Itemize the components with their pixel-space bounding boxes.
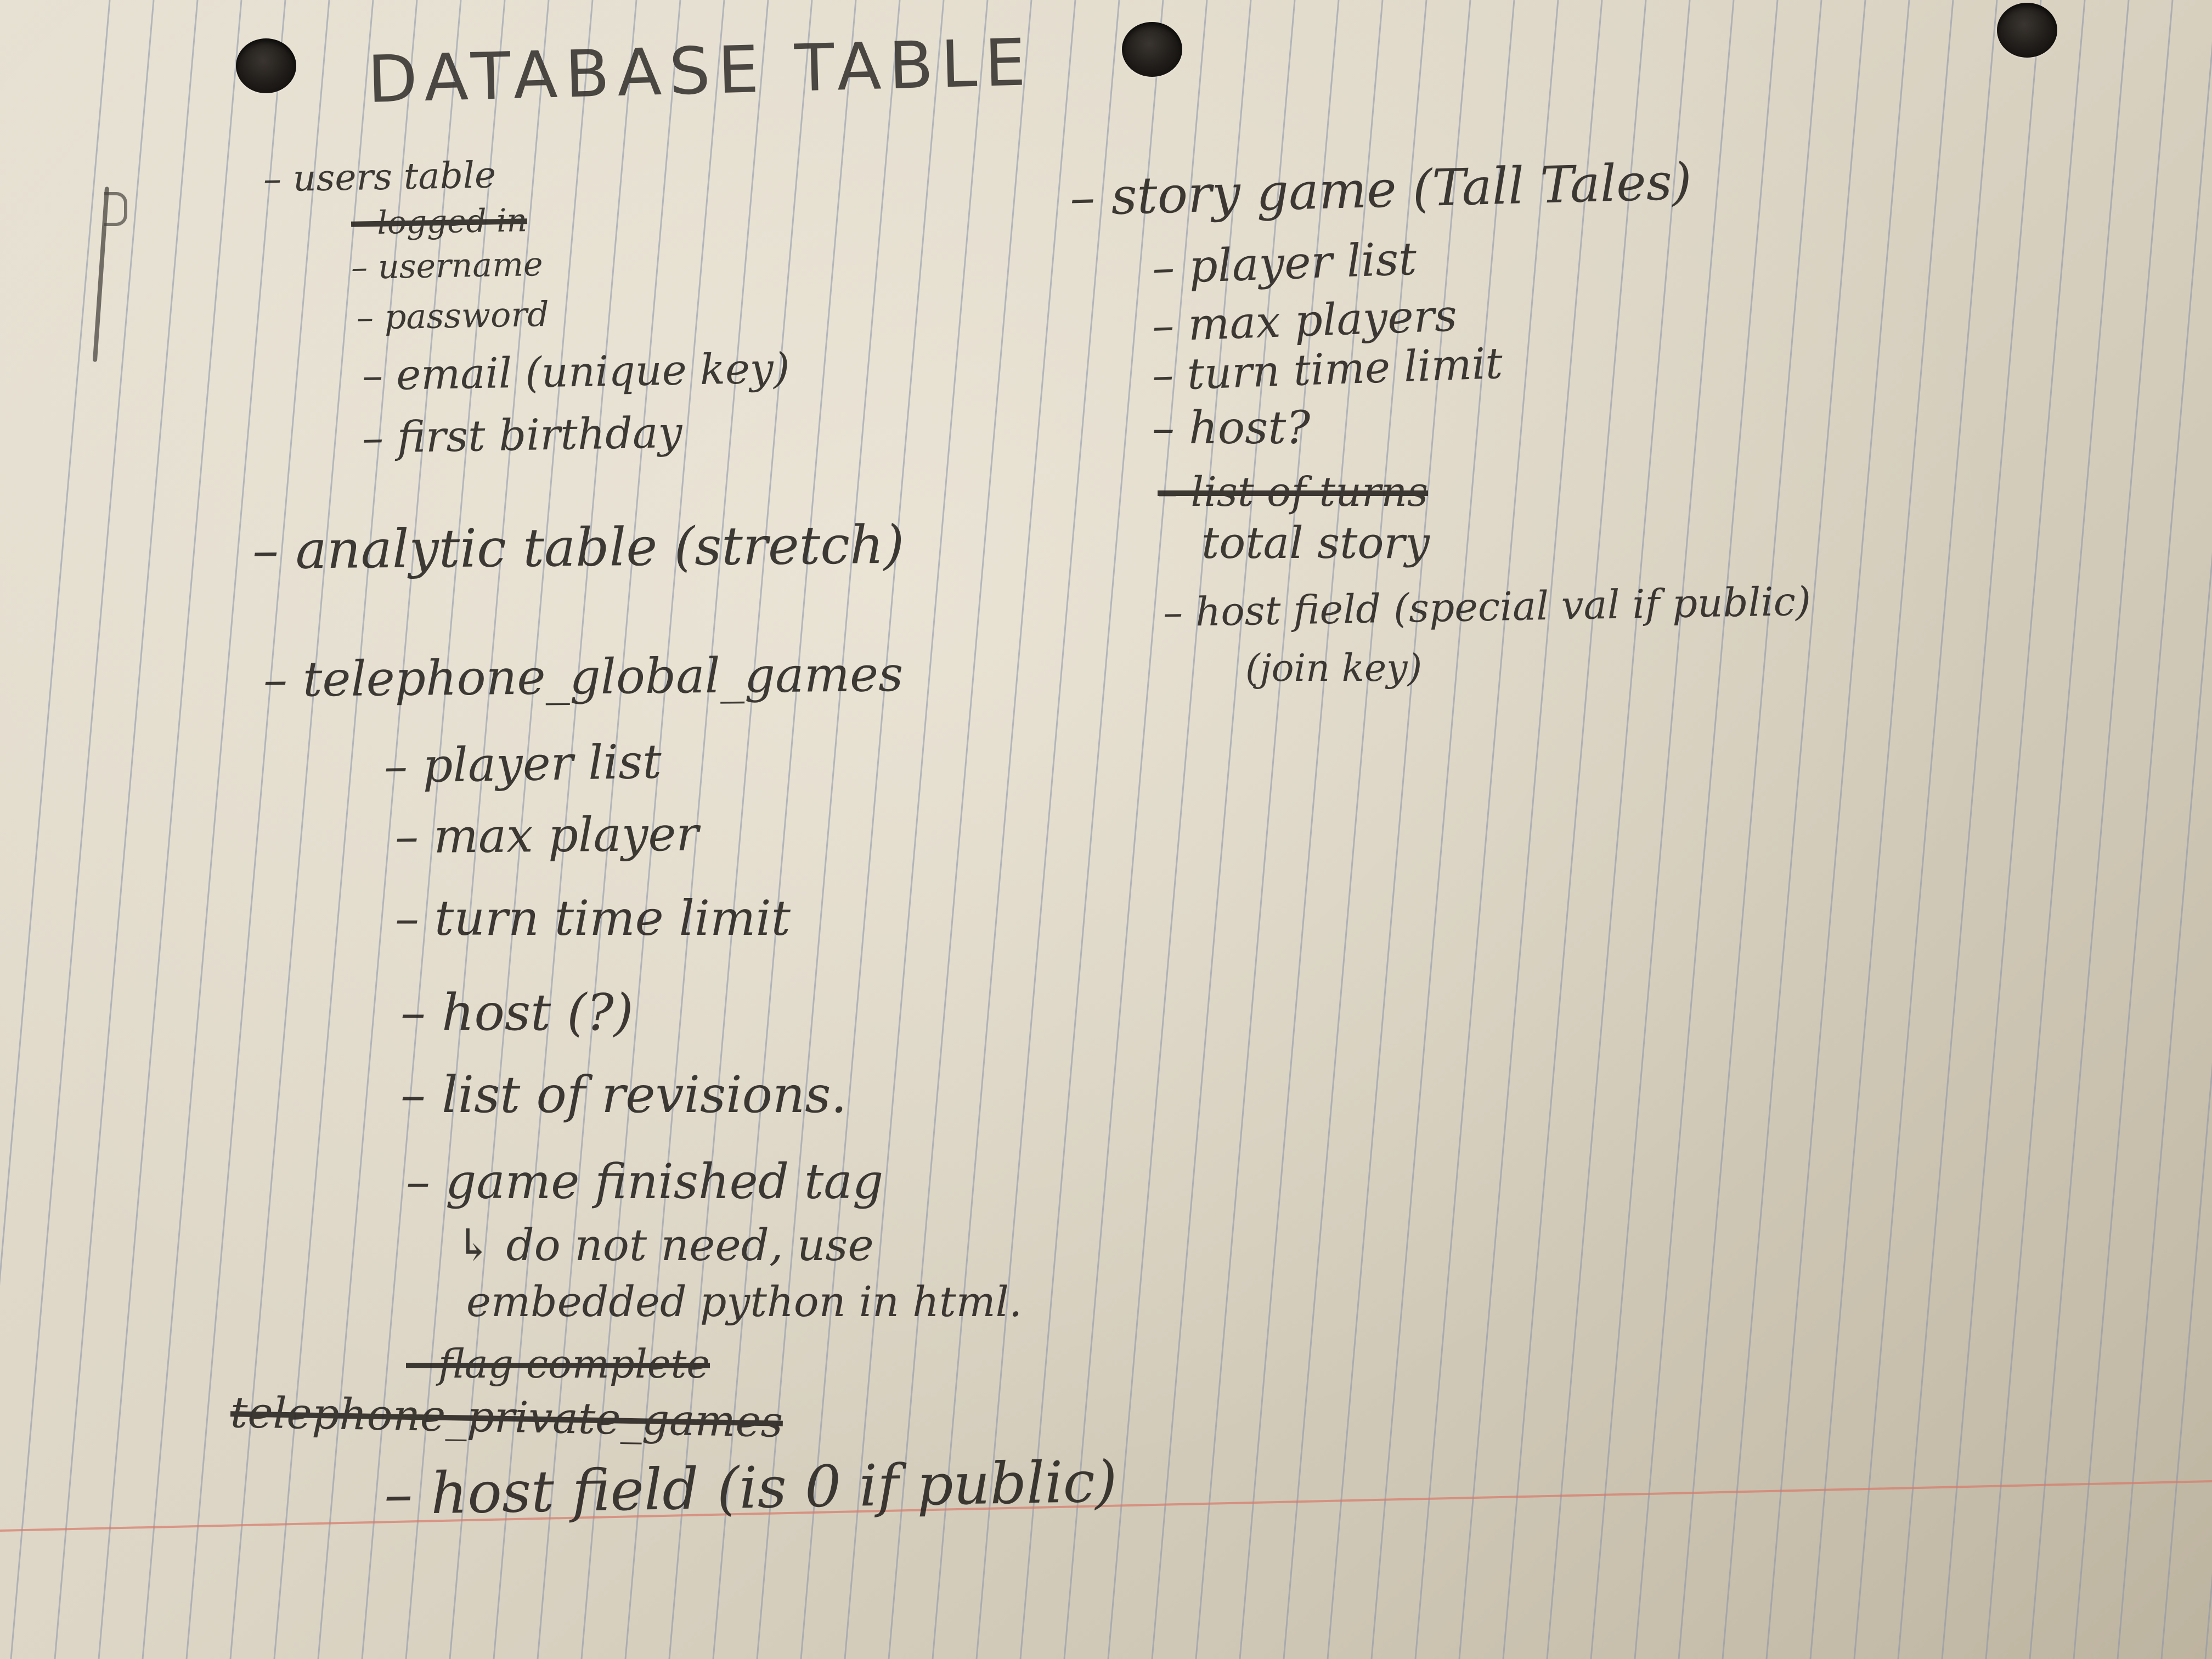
ruled-line — [756, 0, 901, 1659]
ruled-line — [2073, 41, 2212, 1659]
ruled-line — [844, 0, 989, 1659]
users-field-birthday: – first birthday — [362, 408, 683, 464]
private-games-heading: telephone_private_games — [230, 1388, 783, 1447]
users-table-heading: – users table — [263, 154, 496, 200]
ruled-line — [493, 0, 637, 1659]
ruled-line — [1063, 0, 1208, 1659]
story-note-join-key: (join key) — [1245, 647, 1423, 690]
ruled-line — [317, 0, 462, 1659]
story-field-player-list: – player list — [1151, 233, 1418, 295]
telephone-note-do-not-need: ↳ do not need, use — [455, 1220, 874, 1271]
ruled-line — [185, 0, 330, 1659]
ruled-line — [624, 0, 769, 1659]
telephone-games-heading: – telephone_global_games — [263, 645, 904, 708]
telephone-field-flag-complete: – flag complete — [406, 1341, 710, 1387]
ruled-line — [1897, 0, 2042, 1659]
ruled-line — [1941, 0, 2086, 1659]
telephone-field-host: – host (?) — [400, 983, 634, 1042]
ruled-line — [1809, 0, 1954, 1659]
ruled-line — [1327, 0, 1471, 1659]
ruled-line — [1765, 0, 1910, 1659]
ruled-line — [0, 0, 111, 1286]
ruled-line — [1019, 0, 1164, 1659]
page-title: DATABASE TABLE — [366, 24, 1035, 117]
binder-hole-right — [1997, 3, 2057, 58]
ruled-line — [1678, 0, 1822, 1659]
story-field-host: – host? — [1152, 402, 1311, 454]
telephone-field-turn-time: – turn time limit — [395, 890, 791, 946]
telephone-field-game-finished: – game finished tag — [406, 1153, 884, 1210]
ruled-line — [1283, 0, 1427, 1659]
private-field-host: – host field (is 0 if public) — [383, 1448, 1118, 1528]
margin-flag-mark — [104, 192, 127, 226]
ruled-line — [229, 0, 374, 1659]
margin-line — [0, 1480, 2212, 1532]
ruled-line — [1239, 0, 1384, 1659]
ruled-line — [1722, 0, 1866, 1659]
users-field-username: – username — [351, 245, 544, 287]
ruled-line — [2029, 0, 2174, 1659]
ruled-line — [361, 0, 506, 1659]
ruled-line — [537, 0, 681, 1659]
users-field-password: – password — [356, 294, 550, 338]
binder-hole-middle — [1122, 22, 1182, 77]
ruled-line — [449, 0, 594, 1659]
ruled-line — [54, 0, 199, 1659]
ruled-line — [1502, 0, 1647, 1659]
ruled-line — [2117, 551, 2212, 1659]
ruled-line — [1370, 0, 1515, 1659]
ruled-line — [1546, 0, 1691, 1659]
users-field-logged-in: – logged in — [351, 201, 528, 242]
ruled-line — [975, 0, 1120, 1659]
story-field-turn-time: – turn time limit — [1151, 338, 1504, 401]
ruled-line — [932, 0, 1076, 1659]
ruled-line — [712, 0, 857, 1659]
ruled-line — [142, 0, 286, 1659]
story-field-list-of-turns: – list of turns — [1158, 469, 1428, 516]
ruled-line — [888, 0, 1032, 1659]
telephone-note-embedded-python: embedded python in html. — [466, 1277, 1023, 1326]
ruled-line — [98, 0, 242, 1659]
story-field-max-players: – max players — [1151, 290, 1458, 352]
ruled-line — [1590, 0, 1735, 1659]
ruled-line — [1458, 0, 1603, 1659]
analytics-table-heading: – analytic table (stretch) — [252, 514, 905, 582]
ruled-line — [1151, 0, 1296, 1659]
ruled-line — [2204, 1572, 2212, 1659]
telephone-field-max-player: – max player — [394, 806, 699, 865]
ruled-line — [800, 0, 945, 1659]
ruled-line — [2160, 1062, 2212, 1659]
story-game-heading: – story game (Tall Tales) — [1069, 152, 1692, 227]
binder-hole-left — [236, 38, 296, 93]
ruled-line — [10, 0, 155, 1659]
telephone-field-revisions: – list of revisions. — [400, 1065, 847, 1124]
ruled-line — [668, 0, 813, 1659]
ruled-line — [1634, 0, 1779, 1659]
users-field-email: – email (unique key) — [362, 343, 791, 400]
ruled-line — [1195, 0, 1340, 1659]
ruled-line — [580, 0, 725, 1659]
telephone-field-player-list: – player list — [383, 734, 662, 794]
ruled-line — [273, 0, 418, 1659]
ruled-line — [405, 0, 550, 1659]
story-field-total-story: total story — [1201, 517, 1430, 568]
story-field-host-field: – host field (special val if public) — [1163, 578, 1812, 636]
ruled-line — [1985, 0, 2130, 1659]
ruled-line — [1414, 0, 1559, 1659]
ruled-line — [1853, 0, 1998, 1659]
ruled-line — [1107, 0, 1252, 1659]
